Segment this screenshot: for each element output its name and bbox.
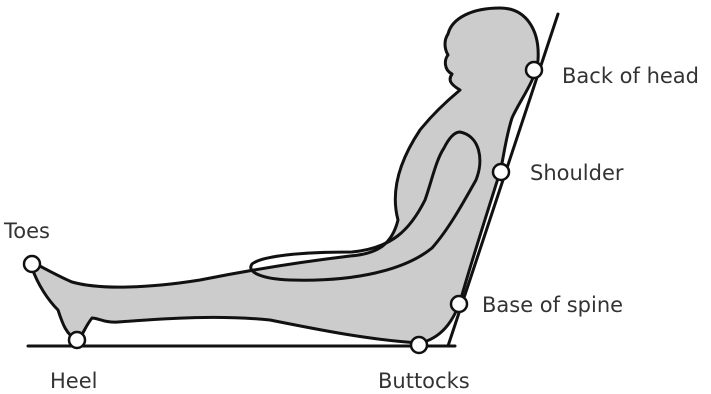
heel-marker bbox=[69, 332, 85, 348]
heel-label: Heel bbox=[50, 369, 97, 393]
toes-label: Toes bbox=[3, 219, 50, 243]
back-of-head-marker bbox=[526, 62, 542, 78]
body-silhouette bbox=[32, 8, 538, 343]
shoulder-label: Shoulder bbox=[530, 161, 624, 185]
base-of-spine-label: Base of spine bbox=[482, 293, 623, 317]
shoulder-marker bbox=[493, 164, 509, 180]
back-of-head-label: Back of head bbox=[562, 64, 699, 88]
buttocks-label: Buttocks bbox=[378, 369, 470, 393]
buttocks-marker bbox=[411, 337, 427, 353]
base-of-spine-marker bbox=[451, 296, 467, 312]
toes-marker bbox=[24, 256, 40, 272]
